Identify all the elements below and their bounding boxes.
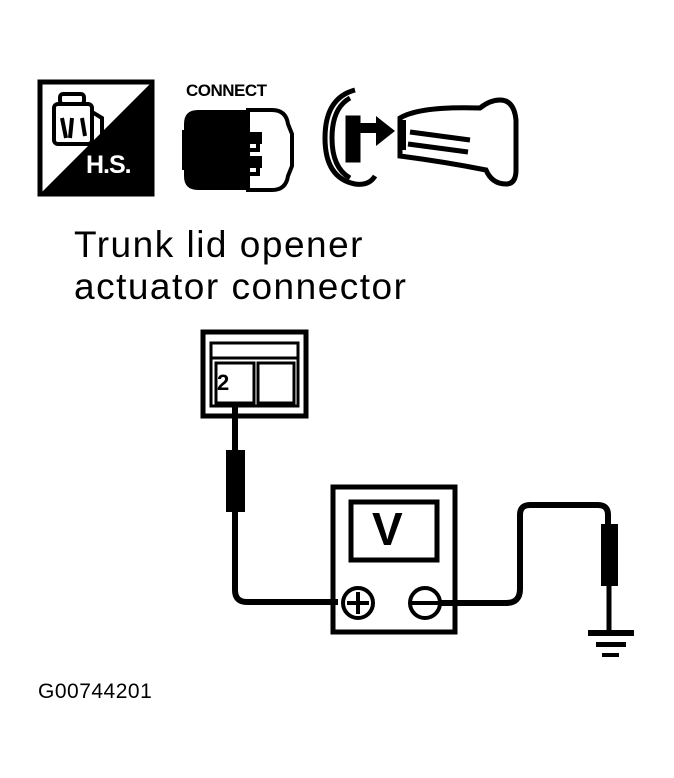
title-line-1: Trunk lid opener xyxy=(74,224,364,265)
title-line-2: actuator connector xyxy=(74,266,408,307)
voltmeter-label: V xyxy=(372,503,403,555)
connect-label: CONNECT xyxy=(186,81,267,100)
harness-side-label: H.S. xyxy=(86,151,132,179)
diagram-title: Trunk lid opener actuator connector xyxy=(74,224,407,308)
ground-symbol-icon xyxy=(588,630,634,657)
positive-probe-lead xyxy=(226,403,338,605)
harness-side-icon xyxy=(37,79,155,197)
figure-id: G00744201 xyxy=(38,680,153,703)
connect-icon xyxy=(182,108,294,192)
negative-probe-lead xyxy=(440,502,618,632)
connector-face xyxy=(200,329,309,419)
ignition-key-off-icon xyxy=(322,87,519,187)
connector-pin-number: 2 xyxy=(217,370,230,395)
